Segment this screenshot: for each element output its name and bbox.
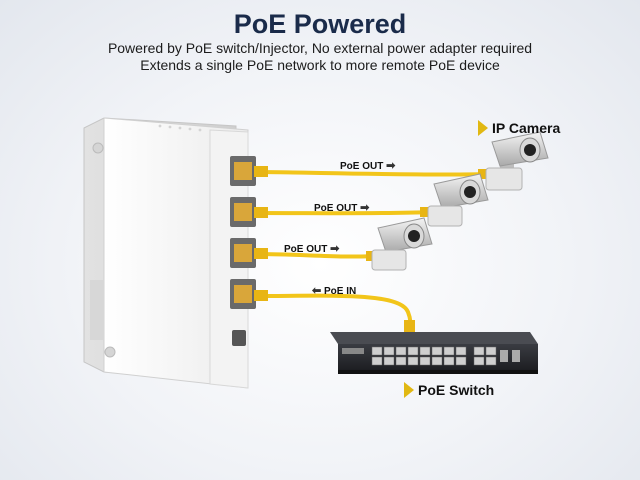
- header: PoE Powered Powered by PoE switch/Inject…: [0, 8, 640, 74]
- cable-poe-out-1: [254, 170, 492, 177]
- pointer-icon: [404, 382, 414, 398]
- ip-camera-2: [427, 173, 489, 227]
- arrow-left-icon: ⬅: [312, 285, 322, 297]
- ip-camera-3: [371, 217, 433, 271]
- rj45-port-4: [230, 279, 256, 309]
- poe-out-text: PoE OUT: [340, 161, 384, 172]
- rj45-port-3: [230, 238, 256, 268]
- poe-switch-device: [330, 332, 538, 374]
- ip-camera-1: [485, 131, 549, 191]
- rj45-port-2: [230, 197, 256, 227]
- poe-extender-device: [83, 117, 256, 389]
- poe-out-text: PoE OUT: [314, 203, 358, 214]
- page-title: PoE Powered: [233, 9, 407, 39]
- cable-poe-out-2: [254, 210, 434, 216]
- label-poe-out-3: PoE OUT ➡: [284, 242, 339, 255]
- poe-out-text: PoE OUT: [284, 244, 328, 255]
- label-poe-in: ⬅ PoE IN: [312, 284, 356, 297]
- power-jack: [232, 330, 246, 346]
- subtitle-line-2: Extends a single PoE network to more rem…: [140, 57, 500, 73]
- label-poe-out-2: PoE OUT ➡: [314, 201, 369, 214]
- pointer-icon: [478, 120, 488, 136]
- label-ip-camera: IP Camera: [492, 120, 561, 136]
- arrow-right-icon: ➡: [330, 243, 340, 255]
- label-poe-out-1: PoE OUT ➡: [340, 159, 395, 172]
- arrow-right-icon: ➡: [386, 160, 396, 172]
- subtitle-line-1: Powered by PoE switch/Injector, No exter…: [107, 40, 533, 56]
- cable-poe-in: [254, 293, 413, 340]
- label-poe-switch: PoE Switch: [418, 382, 495, 398]
- vent-dots: [158, 124, 202, 132]
- arrow-right-icon: ➡: [360, 202, 370, 214]
- poe-in-text: PoE IN: [324, 286, 357, 297]
- rj45-port-1: [230, 156, 256, 186]
- cable-poe-out-3: [254, 252, 380, 259]
